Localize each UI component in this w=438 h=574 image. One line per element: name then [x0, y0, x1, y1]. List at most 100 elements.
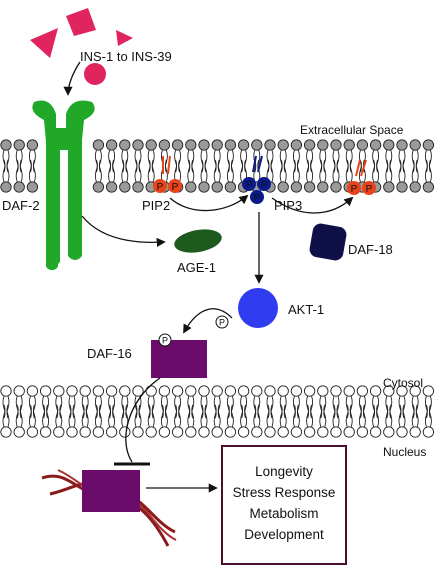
pip2-to-pip3-arrow [169, 194, 249, 212]
lipid-head [251, 426, 263, 438]
lipid-tail [385, 150, 389, 173]
lipid-tail [283, 396, 287, 419]
lipid-tail [178, 159, 182, 182]
lipid-tail [292, 159, 296, 182]
lipid-head [158, 139, 171, 151]
lipid-tail [2, 396, 6, 419]
lipid-tail [349, 159, 353, 182]
lipid [39, 385, 52, 438]
lipid-head [356, 139, 369, 151]
cytosol-label: Cytosol [383, 376, 423, 390]
lipid-tail [187, 396, 191, 419]
lipid-tail [270, 159, 274, 182]
lipid [26, 385, 39, 438]
lipid-tail [204, 159, 208, 182]
lipid-tail [160, 396, 164, 419]
lipid-tail [279, 404, 283, 427]
pip3-phosphate-2-symbol: P [261, 180, 268, 191]
lipid-tail [376, 150, 380, 173]
ligand-triangle-small [116, 30, 133, 46]
lipid-tail [372, 159, 376, 182]
lipid [290, 139, 303, 193]
pip2-phosphate-2 [168, 179, 182, 193]
lipid-tail [191, 159, 195, 182]
lipid [330, 385, 342, 438]
lipid-tail [283, 150, 287, 173]
lipid-head [0, 385, 12, 397]
pip3-phosphate-3-symbol: P [254, 193, 261, 204]
lipid-head [145, 426, 157, 438]
lipid-tail [411, 396, 415, 419]
lipid [13, 385, 25, 438]
lipid-tail [204, 404, 208, 427]
lipid-tail [164, 150, 168, 173]
lipid-tail [112, 396, 116, 419]
ligand-triangle [30, 28, 58, 58]
daf16-cytoplasmic [151, 340, 207, 378]
lipid-tail [398, 159, 402, 182]
lipid-tail [85, 396, 89, 419]
lipid-tail [428, 159, 432, 182]
lipid-tail [217, 150, 221, 173]
lipid-tail [428, 396, 432, 419]
lipid-tail [398, 396, 402, 419]
lipid-tail [240, 396, 244, 419]
lipid-tail [306, 159, 310, 182]
lipid-tail [125, 150, 129, 173]
lipid-head [290, 426, 303, 438]
lipid-head [0, 181, 12, 193]
lipid-head [224, 385, 237, 397]
lipid-head [66, 385, 78, 397]
lipid-tail [134, 404, 138, 427]
pip3-phosphate-1-symbol: P [246, 180, 253, 191]
lipid-head [105, 181, 118, 193]
lipid-tail [138, 404, 142, 427]
lipid-tail [230, 396, 234, 419]
lipid-head [396, 385, 408, 397]
lipid-head [303, 426, 316, 438]
lipid-head [26, 181, 39, 193]
lipid-tail [2, 150, 6, 173]
lipid-tail [362, 159, 366, 182]
lipid-tail [310, 159, 314, 182]
lipid [198, 139, 210, 193]
lipid-tail [336, 150, 340, 173]
lipid-tail [279, 396, 283, 419]
lipid-tail [204, 150, 208, 173]
lipid-head [356, 426, 369, 438]
receptor-extracellular-domain [32, 100, 95, 266]
lipid-head [92, 181, 105, 193]
lipid [290, 385, 303, 438]
lipid [119, 139, 131, 193]
lipid-tail [213, 159, 217, 182]
lipid-head [119, 426, 131, 438]
lipid [26, 139, 39, 193]
lipid-head [330, 385, 342, 397]
lipid-head [317, 139, 329, 151]
lipid-tail [292, 404, 296, 427]
lipid-tail [164, 396, 168, 419]
lipid-head [53, 426, 65, 438]
lipid-tail [306, 404, 310, 427]
lipid-head [185, 181, 197, 193]
lipid-head [409, 385, 421, 397]
daf16-phosphate-symbol: P [162, 336, 168, 346]
lipid-tail [292, 150, 296, 173]
pip3-tail-2 [257, 155, 263, 173]
lipid [198, 385, 210, 438]
daf2-receptor [32, 100, 95, 270]
lipid-tail [174, 404, 178, 427]
lipid-head [119, 385, 131, 397]
lipid-head [277, 139, 289, 151]
daf18-label: DAF-18 [348, 242, 393, 257]
lipid-head [13, 181, 25, 193]
lipid-head [198, 385, 210, 397]
lipid-head [264, 385, 276, 397]
lipid-head [409, 426, 421, 438]
lipid-tail [85, 404, 89, 427]
lipid-tail [283, 404, 287, 427]
lipid-head [422, 426, 435, 438]
lipid-tail [385, 404, 389, 427]
lipid-tail [240, 404, 244, 427]
lipid-head [383, 139, 395, 151]
